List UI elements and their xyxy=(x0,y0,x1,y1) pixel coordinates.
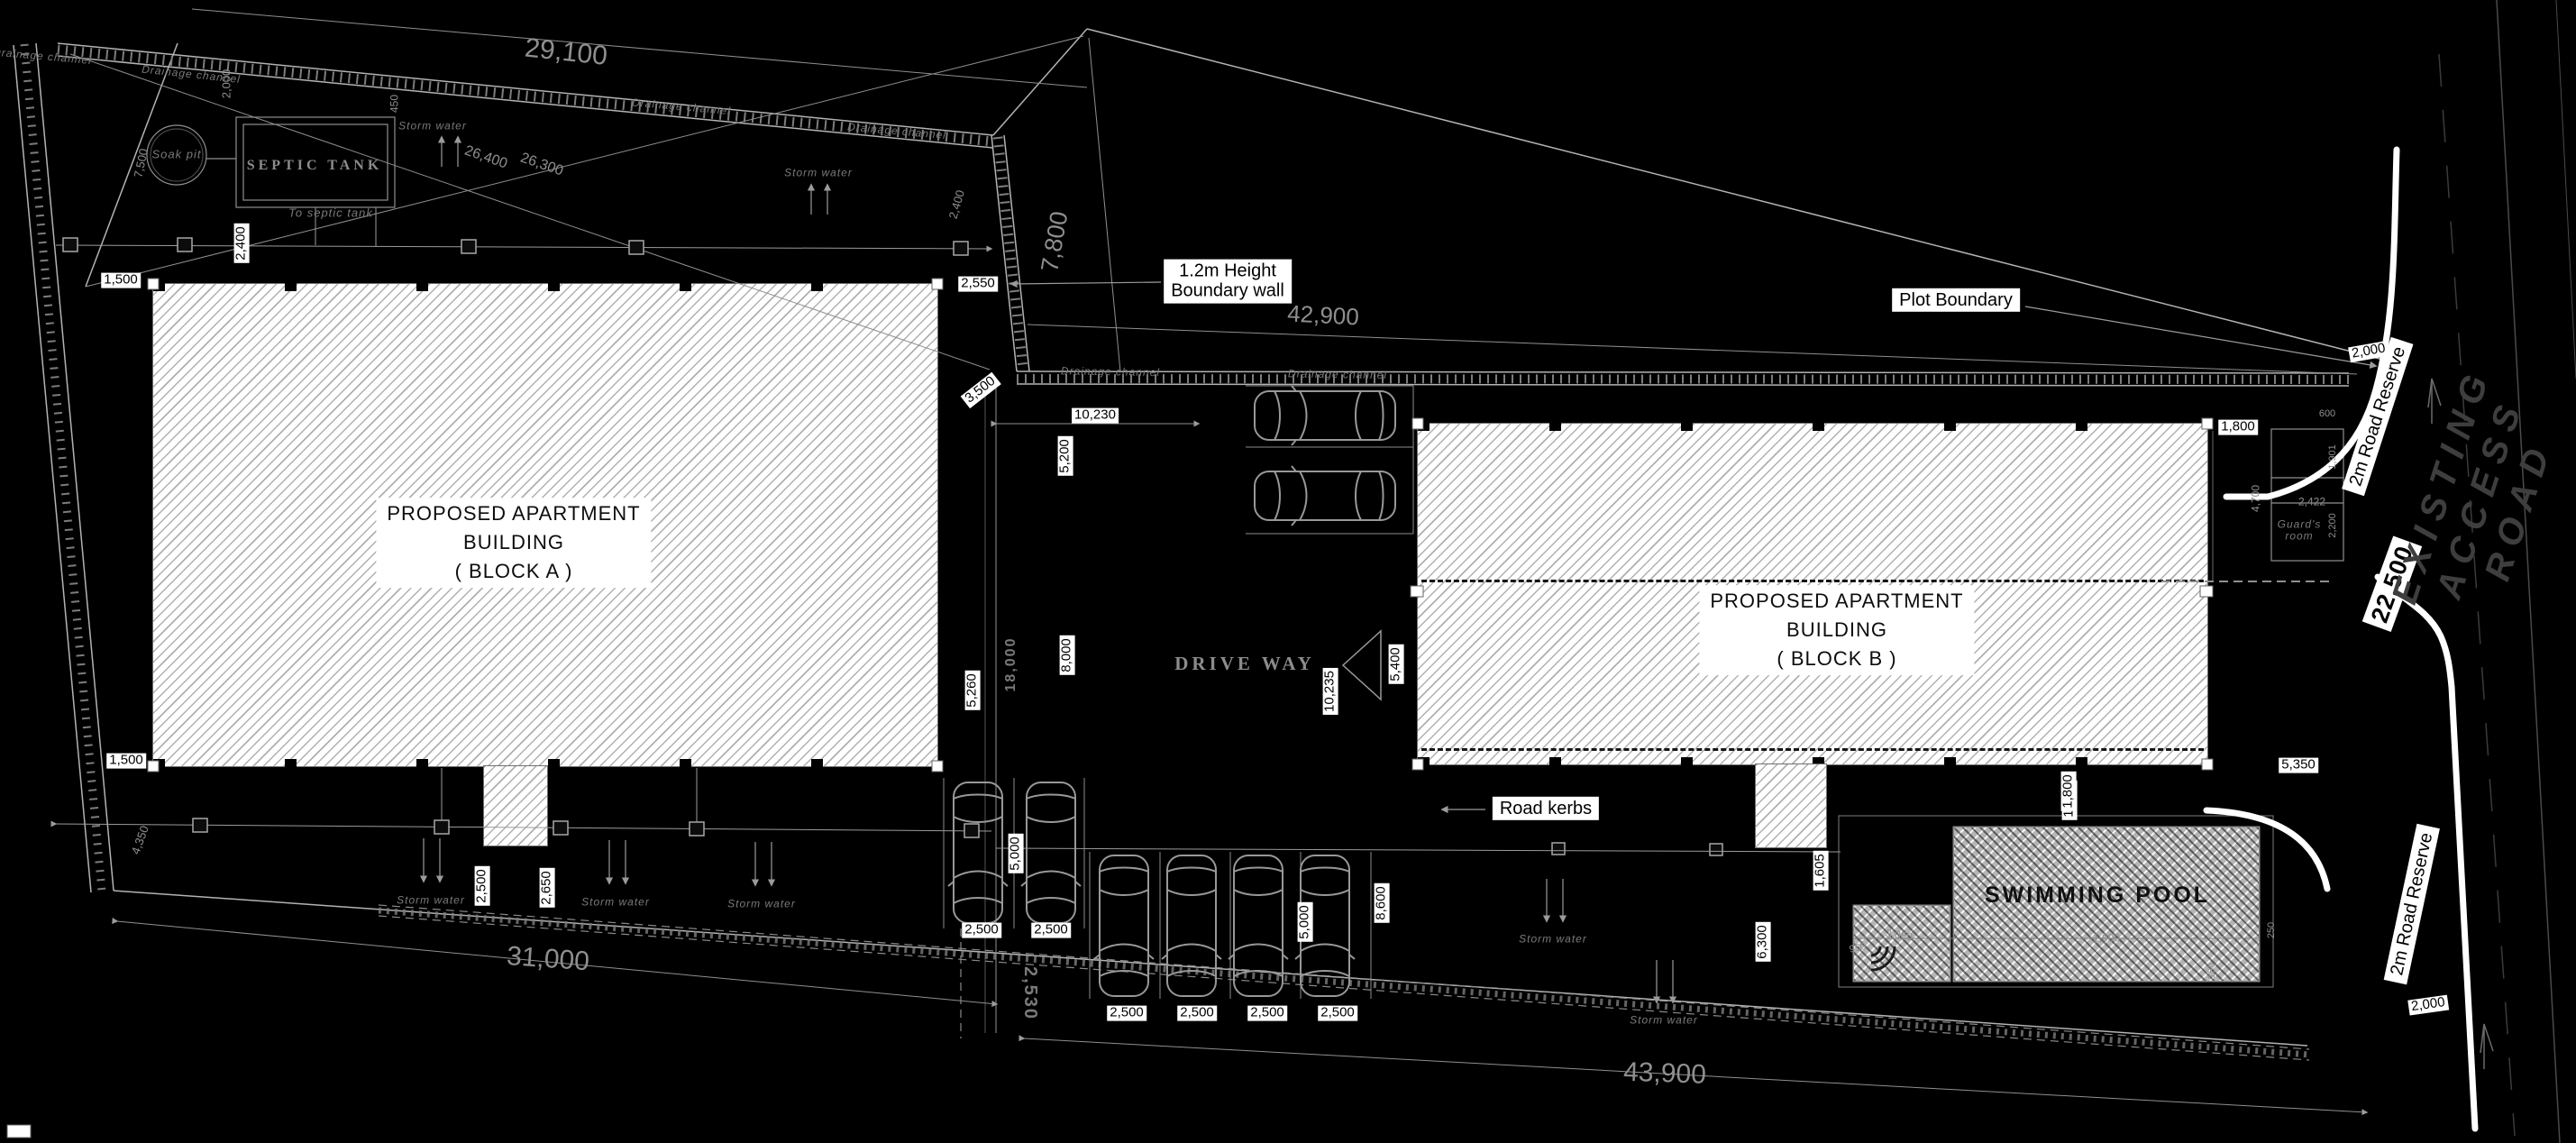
dim-10230: 10,230 xyxy=(1072,407,1119,424)
label-guards-room: Guard's room xyxy=(2277,517,2322,543)
dim-10235: 10,235 xyxy=(1322,668,1338,715)
plot-boundary-lines xyxy=(13,28,2388,1047)
parking-stall-lines xyxy=(943,385,1414,999)
drainage-channel-hatch xyxy=(20,43,2350,1058)
dim-5350: 5,350 xyxy=(2279,757,2318,773)
car-4 xyxy=(1020,782,1082,924)
storm-water-arrows xyxy=(419,135,1677,1004)
building-corner-marks xyxy=(6,278,2214,1138)
dim-1500-bottom-left: 1,500 xyxy=(106,753,146,769)
dim-2500-p4: 2,500 xyxy=(1177,1005,1217,1021)
note-storm-7: Storm water xyxy=(1630,1013,1698,1027)
swimming-pool-kids xyxy=(1854,906,1950,981)
dim-43900: 43,900 xyxy=(1622,1056,1707,1090)
road-kerbs-white xyxy=(2203,146,2479,1132)
dim-5000-stall-left: 5,000 xyxy=(1008,834,1024,873)
dim-1605: 1,605 xyxy=(1813,851,1829,891)
car-7 xyxy=(1228,855,1289,997)
dim-42900: 42,900 xyxy=(1286,299,1360,331)
block-a-entrance-lobby xyxy=(484,766,547,846)
dim-2200-guard: 2,200 xyxy=(2326,513,2338,538)
dim-2500-p1: 2,500 xyxy=(962,922,1001,938)
soak-pit xyxy=(146,124,236,186)
dim-2500-p5: 2,500 xyxy=(1247,1005,1287,1021)
dim-600-guard: 600 xyxy=(2318,407,2336,419)
block-b-canopy-dashed-line xyxy=(1421,748,2204,751)
dim-6300: 6,300 xyxy=(1755,922,1771,962)
note-drainage-5: Drainage channel xyxy=(1060,364,1161,379)
dim-2500-stall-a: 2,500 xyxy=(474,866,490,906)
note-soak-pit: Soak pit xyxy=(151,147,202,161)
dim-250-pool: 250 xyxy=(2265,921,2277,939)
dim-8000: 8,000 xyxy=(1059,636,1075,675)
car-2 xyxy=(1254,465,1396,526)
sewer-line-south xyxy=(50,768,992,832)
dim-5000-stall-right: 5,000 xyxy=(1297,902,1313,942)
leader-lines xyxy=(1009,279,2378,814)
dim-5400: 5,400 xyxy=(1388,645,1404,684)
dim-4700-guard: 4,700 xyxy=(2249,484,2262,513)
dim-1800-guard: 1,800 xyxy=(2218,419,2258,435)
block-b: PROPOSED APARTMENT BUILDING ( BLOCK B ) xyxy=(1418,423,2207,765)
dim-2500-p2: 2,500 xyxy=(1031,922,1071,938)
dim-8600: 8,600 xyxy=(1374,883,1390,923)
label-plot-boundary: Plot Boundary xyxy=(1892,288,2020,313)
car-5 xyxy=(1093,855,1155,997)
ramp-arrow xyxy=(1341,629,1382,701)
dim-2500-p6: 2,500 xyxy=(1318,1005,1357,1021)
note-drainage-6: Drainage channel xyxy=(1287,367,1388,382)
sewer-line-north xyxy=(55,207,993,252)
note-storm-1: Storm water xyxy=(398,119,467,133)
pool-deck xyxy=(1838,815,2274,988)
block-b-label: PROPOSED APARTMENT BUILDING ( BLOCK B ) xyxy=(1699,585,1975,675)
car-3 xyxy=(947,782,1009,924)
dim-1500-top-left: 1,500 xyxy=(101,272,141,288)
swimming-pool-main xyxy=(1954,828,2259,981)
dim-5200: 5,200 xyxy=(1057,436,1073,476)
septic-tank xyxy=(235,116,396,208)
label-septic-tank: SEPTIC TANK xyxy=(246,158,383,174)
note-storm-6: Storm water xyxy=(1519,932,1587,946)
dim-1901-guard: 1,901 xyxy=(2326,444,2338,470)
label-swimming-pool: SWIMMING POOL xyxy=(1984,882,2211,908)
dim-2550: 2,550 xyxy=(958,276,998,292)
label-drive-way: DRIVE WAY xyxy=(1174,653,1315,675)
note-to-septic: To septic tank xyxy=(288,206,373,220)
block-b-canopy-dashed-line xyxy=(1421,580,2204,582)
label-road-kerbs: Road kerbs xyxy=(1492,796,1600,821)
note-storm-3: Storm water xyxy=(397,893,465,907)
note-storm-4: Storm water xyxy=(581,895,650,909)
inspection-chambers xyxy=(62,237,1723,856)
dim-1000-pool: 1,000 xyxy=(2092,931,2121,945)
dim-31000: 31,000 xyxy=(506,941,590,977)
note-storm-2: Storm water xyxy=(784,166,853,179)
label-boundary-wall: 1.2m Height Boundary wall xyxy=(1164,259,1292,304)
dim-450: 450 xyxy=(388,94,401,114)
dim-150-pool: 150 xyxy=(2206,962,2217,980)
block-b-entrance-lobby xyxy=(1756,764,1826,847)
dim-1800-pool: 1,800 xyxy=(2060,772,2077,811)
dim-2422-guard: 2,422 xyxy=(2297,495,2326,508)
road-direction-arrows xyxy=(2427,378,2494,1069)
car-1 xyxy=(1254,385,1396,446)
dimension-lines xyxy=(69,8,2369,1116)
dim-18000: 18,000 xyxy=(1003,636,1019,692)
dim-2400-west: 2,400 xyxy=(233,224,250,263)
road-kerb-line xyxy=(995,847,1841,853)
dim-5260: 5,260 xyxy=(964,671,981,710)
block-a-label: PROPOSED APARTMENT BUILDING ( BLOCK A ) xyxy=(376,498,652,588)
existing-access-road-lines xyxy=(2438,0,2576,1143)
dim-2650-stall-a: 2,650 xyxy=(539,868,555,908)
block-a: PROPOSED APARTMENT BUILDING ( BLOCK A ) xyxy=(153,283,937,767)
car-6 xyxy=(1161,855,1222,997)
note-storm-5: Storm water xyxy=(727,897,796,910)
dim-2530: 2,530 xyxy=(1020,965,1041,1021)
dim-2500-p3: 2,500 xyxy=(1107,1005,1146,1021)
